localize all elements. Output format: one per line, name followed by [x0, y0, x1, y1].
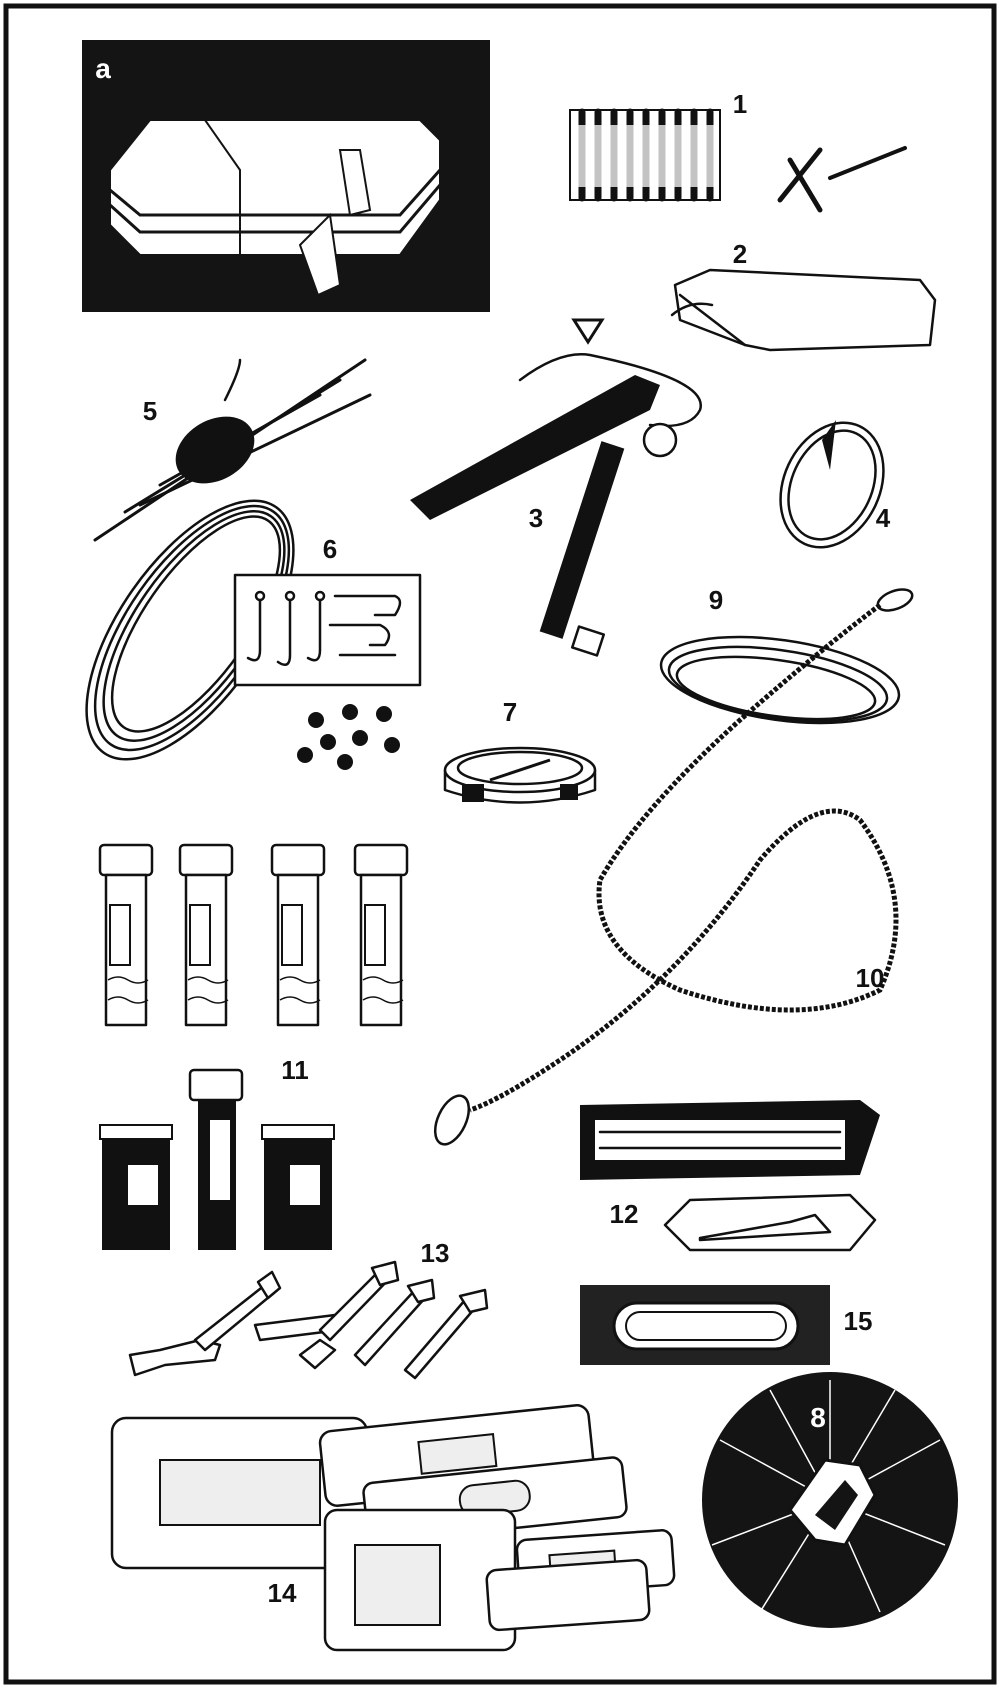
label-matches: 1	[733, 89, 747, 119]
plasters-icon: 14	[110, 1404, 676, 1652]
label-fishing-kit: 6	[323, 534, 337, 564]
dark-pill-jar	[261, 1124, 335, 1250]
label-compass: 7	[503, 697, 517, 727]
label-scalpel-blades: 12	[610, 1199, 639, 1229]
tin-box-panel: a	[82, 40, 490, 312]
tablet-tube	[270, 843, 326, 1027]
tablet-tube	[178, 843, 234, 1027]
label-flint-saw: 3	[529, 503, 543, 533]
torch-icon: 8	[702, 1372, 958, 1628]
wire-saw-icon: 10	[433, 588, 914, 1146]
suture-strips-icon: 13	[128, 1238, 489, 1380]
triangle-marker-icon	[571, 318, 605, 345]
medicines-icon: 11	[98, 843, 409, 1250]
compass-icon: 7	[443, 697, 597, 804]
label-wire-snare: 4	[876, 503, 891, 533]
label-torch: 8	[810, 1402, 826, 1433]
condom-icon: 15	[580, 1285, 872, 1365]
label-wire-saw: 10	[856, 963, 885, 993]
flint-saw-icon: 3	[410, 353, 702, 657]
panel-label: a	[95, 53, 111, 84]
wire-snare-icon: 4	[779, 420, 891, 549]
needles-icon: 5	[93, 358, 372, 542]
tablet-tube	[353, 843, 409, 1027]
label-medicines: 11	[281, 1055, 309, 1085]
label-condom: 15	[844, 1306, 873, 1336]
candle-icon: 2	[670, 239, 937, 352]
tablet-tube	[188, 1068, 244, 1250]
fishing-kit-icon: 6	[85, 499, 422, 770]
snare-wire-icon: 9	[659, 585, 901, 725]
label-plasters: 14	[268, 1578, 297, 1608]
label-snare-wire: 9	[709, 585, 723, 615]
label-suture-strips: 13	[421, 1238, 450, 1268]
tablet-tube	[98, 843, 154, 1027]
label-candle: 2	[733, 239, 747, 269]
matches-icon: 1	[569, 89, 907, 213]
dark-pill-jar	[99, 1124, 173, 1250]
label-needles: 5	[143, 396, 157, 426]
scalpel-blades-icon: 12	[580, 1100, 880, 1252]
